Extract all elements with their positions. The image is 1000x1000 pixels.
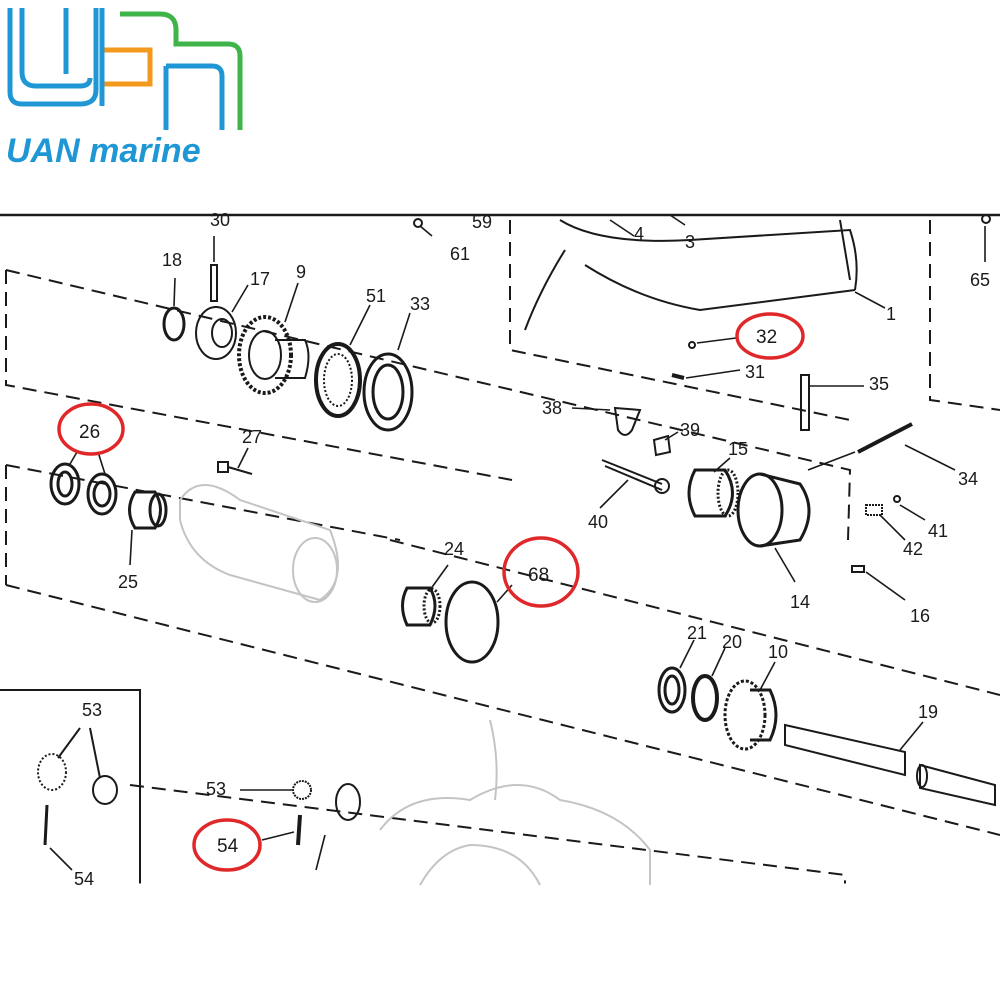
callout-32: 32 bbox=[756, 327, 777, 348]
part-24-bearing bbox=[401, 586, 442, 627]
part-26-seals bbox=[49, 462, 118, 516]
callout-42: 42 bbox=[903, 539, 923, 559]
part-35-pin bbox=[800, 374, 810, 431]
part-19-shaft bbox=[784, 723, 996, 807]
callout-15: 15 bbox=[728, 439, 748, 459]
part-31-screw bbox=[671, 373, 685, 380]
callout-1: 1 bbox=[886, 304, 896, 324]
callout-51: 51 bbox=[366, 286, 386, 306]
part-25-bearing bbox=[128, 490, 168, 530]
highlight-26 bbox=[57, 402, 125, 456]
highlight-68 bbox=[502, 536, 580, 608]
callout-34: 34 bbox=[958, 469, 978, 489]
part-34-rod bbox=[857, 422, 913, 454]
highlight-32 bbox=[735, 312, 805, 360]
callout-17: 17 bbox=[250, 269, 270, 289]
part-14-clutch bbox=[736, 472, 811, 548]
callout-54-inset: 54 bbox=[74, 869, 94, 889]
part-30-pin bbox=[210, 264, 218, 302]
part-33-washer bbox=[362, 352, 414, 432]
callout-24: 24 bbox=[444, 539, 464, 559]
callout-9: 9 bbox=[296, 262, 306, 282]
callout-54: 54 bbox=[217, 836, 239, 857]
logo-mark-icon bbox=[7, 8, 243, 130]
part-9-gear bbox=[237, 315, 310, 395]
callout-40: 40 bbox=[588, 512, 608, 532]
part-38-39-40-shift bbox=[601, 406, 672, 494]
highlight-54 bbox=[192, 818, 262, 872]
callout-33: 33 bbox=[410, 294, 430, 314]
callout-14: 14 bbox=[790, 592, 810, 612]
part-53-inset bbox=[37, 727, 118, 846]
callout-41: 41 bbox=[928, 521, 948, 541]
callout-4: 4 bbox=[634, 224, 644, 244]
callout-30: 30 bbox=[210, 210, 230, 230]
part-65-fastener bbox=[981, 214, 991, 224]
logo-green-stroke bbox=[120, 11, 243, 130]
part-61-fastener bbox=[413, 218, 423, 228]
logo-blue-stroke bbox=[19, 8, 93, 89]
highlight-circles bbox=[57, 312, 805, 872]
callout-53-inset: 53 bbox=[82, 700, 102, 720]
part-53-54-lower bbox=[292, 780, 361, 846]
part-68-oring bbox=[444, 580, 500, 664]
part-18-ring bbox=[162, 306, 186, 342]
dashed-group-boundaries bbox=[5, 220, 1000, 885]
ghost-propeller bbox=[379, 719, 651, 886]
part-17-gear bbox=[195, 306, 237, 360]
callout-18: 18 bbox=[162, 250, 182, 270]
uan-marine-logo: UAN marine bbox=[0, 0, 270, 180]
part-15-bearing bbox=[687, 468, 740, 518]
brand-name: UAN marine bbox=[6, 132, 201, 170]
callout-20: 20 bbox=[722, 632, 742, 652]
part-10-gear bbox=[723, 679, 778, 751]
callout-59: 59 bbox=[472, 212, 492, 232]
callout-61: 61 bbox=[450, 244, 470, 264]
part-21-20-washers bbox=[657, 666, 719, 722]
callout-10: 10 bbox=[768, 642, 788, 662]
callout-65: 65 bbox=[970, 270, 990, 290]
callout-68: 68 bbox=[528, 565, 549, 586]
callout-35: 35 bbox=[869, 374, 889, 394]
gear-housing bbox=[524, 219, 858, 331]
callout-25: 25 bbox=[118, 572, 138, 592]
callout-27: 27 bbox=[242, 427, 262, 447]
part-41-42-spring bbox=[865, 495, 901, 516]
callout-21: 21 bbox=[687, 623, 707, 643]
callout-3: 3 bbox=[685, 232, 695, 252]
bottom-whitespace bbox=[0, 887, 1000, 1000]
part-32-fastener bbox=[688, 341, 696, 349]
part-16-pin bbox=[851, 565, 865, 573]
part-51-washer bbox=[314, 342, 362, 418]
part-27-bolt bbox=[217, 461, 253, 475]
callout-53: 53 bbox=[206, 779, 226, 799]
callout-31: 31 bbox=[745, 362, 765, 382]
callout-26: 26 bbox=[79, 422, 100, 443]
callout-16: 16 bbox=[910, 606, 930, 626]
callout-38: 38 bbox=[542, 398, 562, 418]
ghost-carrier bbox=[179, 484, 339, 603]
callout-19: 19 bbox=[918, 702, 938, 722]
leader-lines bbox=[49, 214, 986, 871]
callout-39: 39 bbox=[680, 420, 700, 440]
inset-box bbox=[0, 689, 141, 885]
